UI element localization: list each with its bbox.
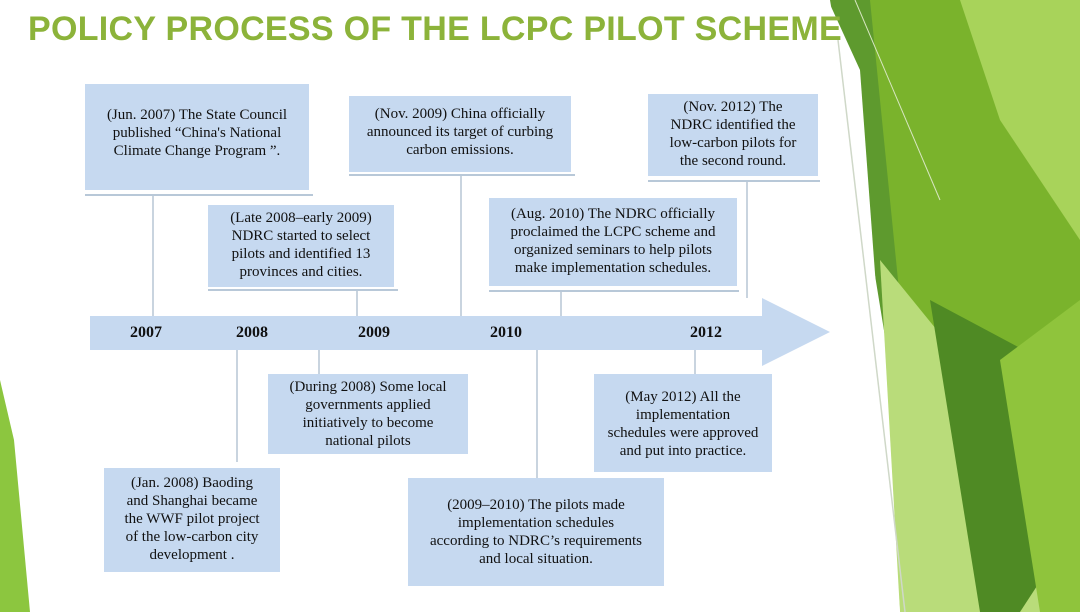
event-text-line: (May 2012) All the [625, 389, 741, 405]
event-box-jan-2008: (Jan. 2008) Baoding and Shanghai became … [104, 468, 280, 572]
event-text-line: and Shanghai became [126, 493, 258, 509]
event-text-line: NDRC started to select [231, 228, 371, 244]
event-text-line: and local situation. [479, 551, 593, 567]
event-text-line: (During 2008) Some local [289, 379, 447, 395]
event-text-line: implementation [635, 407, 731, 423]
event-box-2009-2010: (2009–2010) The pilots made implementati… [408, 478, 664, 586]
connector-late2008 [356, 290, 358, 316]
event-text-line: (Nov. 2012) The [683, 99, 783, 115]
green-facet-light [960, 0, 1080, 240]
connector-nov2009 [460, 176, 462, 316]
event-text-line: implementation schedules [457, 515, 615, 531]
event-underline [208, 289, 398, 291]
decor-line [837, 39, 906, 612]
event-box-during-2008: (During 2008) Some local governments app… [268, 374, 468, 454]
event-text-line: NDRC identified the [670, 117, 796, 133]
connector-nov2012 [746, 182, 748, 298]
green-edge-left [0, 380, 30, 612]
year-label-2008: 2008 [236, 324, 268, 341]
connector-during2008 [318, 350, 320, 374]
event-text-line: (2009–2010) The pilots made [447, 497, 625, 513]
event-text-line: (Nov. 2009) China officially [374, 106, 546, 122]
event-underline [489, 290, 739, 292]
event-text-line: (Jun. 2007) The State Council [106, 107, 288, 123]
slide-title: POLICY PROCESS OF THE LCPC PILOT SCHEME [28, 10, 842, 48]
event-text-line: organized seminars to help pilots [513, 242, 713, 258]
event-text-line: the second round. [679, 153, 787, 169]
event-text-line: low-carbon pilots for [669, 135, 797, 151]
event-underline [648, 180, 820, 182]
event-text-line: proclaimed the LCPC scheme and [510, 224, 716, 240]
year-label-2012: 2012 [690, 324, 722, 341]
event-text-line: (Aug. 2010) The NDRC officially [510, 206, 715, 222]
event-text-line: initiatively to become [302, 415, 434, 431]
year-label-2010: 2010 [490, 324, 522, 341]
event-underline [85, 194, 313, 196]
event-box-jun-2007: (Jun. 2007) The State Council published … [85, 84, 309, 190]
event-text-line: pilots and identified 13 [231, 246, 371, 262]
connector-2007 [152, 196, 154, 316]
event-text-line: announced its target of curbing [366, 124, 554, 140]
year-label-2007: 2007 [130, 324, 162, 341]
timeline-arrow [90, 298, 830, 366]
event-box-nov-2009: (Nov. 2009) China officially announced i… [349, 96, 571, 172]
event-box-aug-2010: (Aug. 2010) The NDRC officially proclaim… [489, 198, 737, 286]
event-text-line: development . [149, 547, 235, 563]
event-box-late-2008: (Late 2008–early 2009) NDRC started to s… [208, 205, 394, 287]
event-box-may-2012: (May 2012) All the implementation schedu… [594, 374, 772, 472]
event-underline [349, 174, 575, 176]
connector-2009-2010 [536, 350, 538, 478]
event-text-line: carbon emissions. [406, 142, 514, 158]
green-facet-bright [1000, 300, 1080, 612]
event-box-nov-2012: (Nov. 2012) The NDRC identified the low-… [648, 94, 818, 176]
year-label-2009: 2009 [358, 324, 390, 341]
event-text-line: the WWF pilot project [124, 511, 260, 527]
event-text-line: governments applied [305, 397, 431, 413]
event-text-line: make implementation schedules. [514, 260, 712, 276]
event-text-line: (Jan. 2008) Baoding [130, 475, 254, 491]
event-text-line: published “China's National [112, 125, 282, 141]
connector-may2012 [694, 350, 696, 374]
connector-aug2010 [560, 292, 562, 316]
decor-line [854, 0, 941, 201]
event-text-line: schedules were approved [607, 425, 759, 441]
connector-jan2008 [236, 350, 238, 462]
event-text-line: national pilots [325, 433, 411, 449]
event-text-line: provinces and cities. [239, 264, 363, 280]
event-text-line: (Late 2008–early 2009) [230, 210, 372, 226]
event-text-line: of the low-carbon city [125, 529, 259, 545]
event-text-line: according to NDRC’s requirements [429, 533, 643, 549]
event-text-line: and put into practice. [619, 443, 747, 459]
event-text-line: Climate Change Program ”. [113, 143, 281, 159]
